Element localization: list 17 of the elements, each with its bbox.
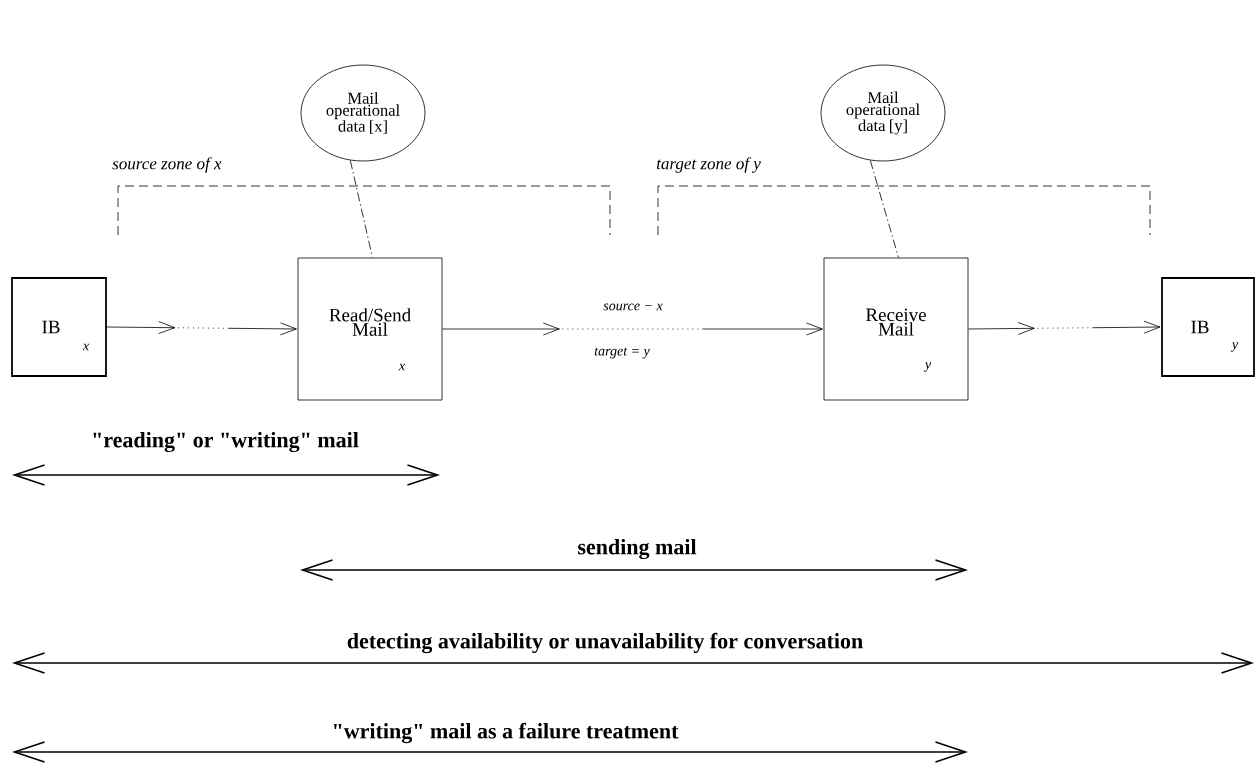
range-label: "writing" mail as a failure treatment xyxy=(334,722,679,744)
process-box: Receive Mail y xyxy=(823,257,969,401)
leader-line xyxy=(349,160,373,258)
zone-label: target zone of y xyxy=(656,157,761,173)
line-label: target = y xyxy=(594,347,650,359)
range-label: sending mail xyxy=(578,538,697,560)
interface-box: IB y xyxy=(1161,277,1255,377)
range-label: detecting availability or unavailability for conversation xyxy=(347,632,863,654)
arrow xyxy=(106,321,297,336)
range-label: "reading" or "writing" mail xyxy=(93,431,359,453)
leader-line xyxy=(869,160,899,258)
zone-label: source zone of x xyxy=(112,157,222,173)
arrow xyxy=(442,322,823,336)
process-box: Read/Send Mail x xyxy=(297,257,443,401)
arrow xyxy=(968,320,1161,335)
edge-label: source − x xyxy=(602,302,664,312)
interface-box: IB x xyxy=(11,277,107,377)
